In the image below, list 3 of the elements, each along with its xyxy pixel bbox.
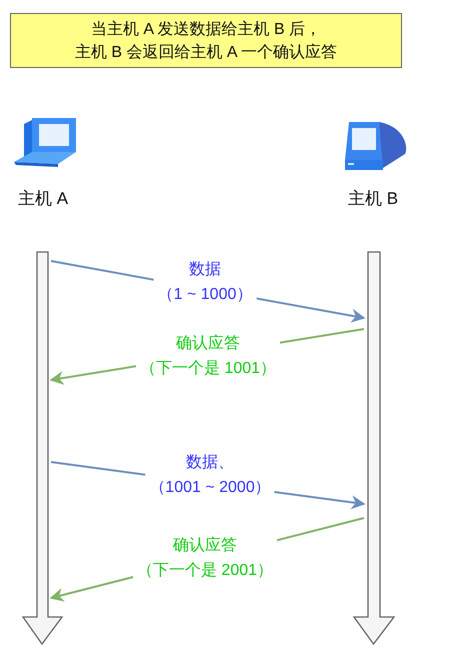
- host-label: 主机 B: [346, 188, 400, 210]
- note-box: 当主机 A 发送数据给主机 B 后，主机 B 会返回给主机 A 一个确认应答: [10, 13, 402, 68]
- host-label: 主机 A: [16, 188, 70, 210]
